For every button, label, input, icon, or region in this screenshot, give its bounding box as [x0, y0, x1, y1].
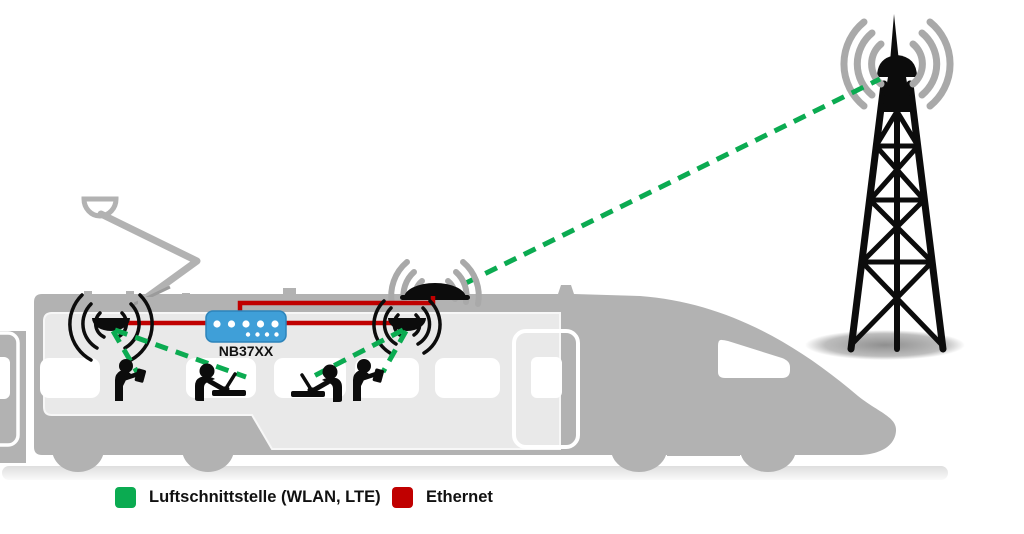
tower-spike: [890, 14, 899, 62]
router-leds: [213, 320, 279, 337]
roof-equipment: [60, 288, 296, 309]
legend-item-ethernet: Ethernet: [392, 486, 493, 508]
wifi-access-point-right-icon: [372, 299, 442, 355]
air-interface-label: Luftschnittstelle (WLAN, LTE): [149, 487, 381, 506]
tower-neck: [882, 77, 912, 112]
high-speed-train-icon: [34, 196, 897, 472]
ethernet-swatch-icon: [392, 486, 413, 508]
prev-car-door-window: [0, 357, 10, 399]
legend: Luftschnittstelle (WLAN, LTE) Ethernet: [0, 486, 1024, 510]
tower-head: [877, 55, 917, 77]
train-wheels: [52, 432, 796, 472]
pantograph-icon: [81, 196, 201, 309]
router-label: NB37XX: [219, 343, 274, 359]
router-device-icon: NB37XX: [205, 310, 287, 359]
driver-window: [718, 339, 790, 378]
passenger-4-with-tablet: [353, 359, 385, 401]
wlan-link-ap-passenger-2: [114, 327, 247, 380]
train-roof-antenna-icon: [388, 259, 482, 307]
legend-item-air-interface: Luftschnittstelle (WLAN, LTE): [115, 486, 381, 508]
train-door-window: [531, 357, 562, 398]
tower-lattice: [847, 77, 947, 353]
window: [40, 358, 100, 398]
ground-line: [2, 466, 948, 480]
passenger-1-with-tablet: [115, 359, 147, 401]
train-door: [512, 329, 580, 449]
wlan-link-ap-passenger-4: [380, 329, 409, 374]
train-prev-car: [0, 331, 26, 463]
window: [355, 358, 419, 398]
wlan-link-ap-passenger-1: [110, 329, 140, 374]
passenger-3-with-laptop: [291, 364, 342, 402]
tower-shadow: [805, 330, 965, 360]
ethernet-link-antenna-router: [237, 296, 436, 313]
wifi-access-point-left-icon: [68, 293, 154, 362]
antenna-dome: [404, 283, 466, 298]
window: [435, 358, 500, 398]
wlan-links: [110, 327, 409, 380]
passenger-2-with-laptop: [195, 363, 246, 401]
air-interface-swatch-icon: [115, 486, 136, 508]
prev-car-door: [0, 331, 20, 447]
passengers: [115, 359, 385, 402]
wlan-link-ap-passenger-3: [310, 327, 405, 380]
wlan-lte-link-antenna-tower: [464, 76, 882, 286]
radio-tower-icon: [805, 14, 965, 360]
ethernet-label: Ethernet: [426, 487, 493, 506]
